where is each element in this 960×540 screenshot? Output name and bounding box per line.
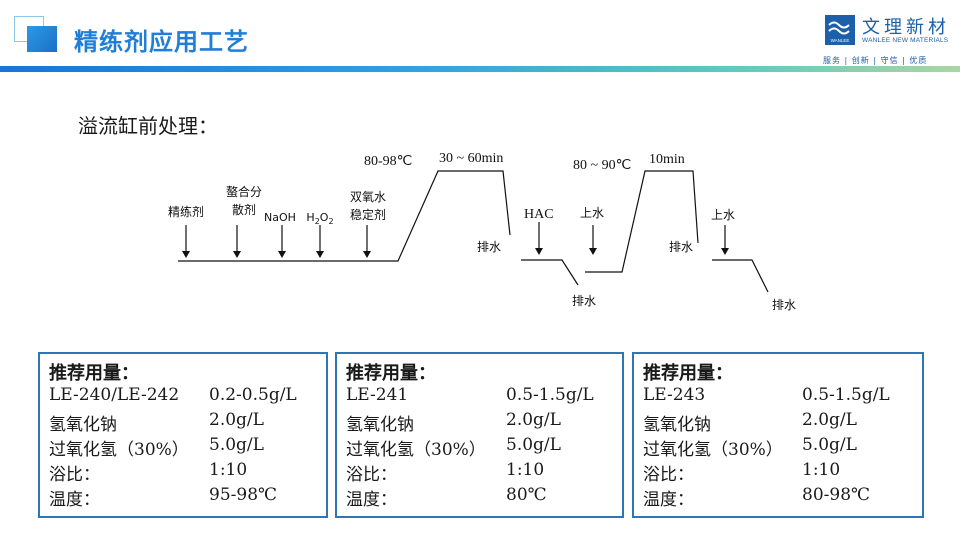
row-value: 5.0g/L <box>802 435 857 455</box>
row-value: 1:10 <box>802 460 841 480</box>
card-row-temperature: 温度： 95-98℃ <box>49 485 320 510</box>
header-gradient-bar <box>0 66 960 72</box>
row-value: 5.0g/L <box>209 435 264 455</box>
row-label: 温度： <box>49 490 100 510</box>
row-value: 0.5-1.5g/L <box>802 385 890 405</box>
row-label: 浴比： <box>643 465 694 485</box>
row-value: 5.0g/L <box>506 435 561 455</box>
card-row-naoh: 氢氧化钠 2.0g/L <box>346 410 616 435</box>
row-label: 浴比： <box>49 465 100 485</box>
label-drain-3: 排水 <box>669 240 693 254</box>
row-value: 80℃ <box>506 485 547 505</box>
section-heading: 溢流缸前处理： <box>78 114 218 138</box>
logo-slogan: 服务 | 创新 | 守信 | 优质 <box>823 56 928 65</box>
page-title: 精练剂应用工艺 <box>74 28 249 56</box>
card-row-product: LE-241 0.5-1.5g/L <box>346 385 616 410</box>
label-drain-1: 排水 <box>477 240 501 254</box>
card-title: 推荐用量： <box>643 363 733 384</box>
label-temp-2: 80 ~ 90℃ <box>573 158 631 173</box>
row-label: LE-243 <box>643 385 706 405</box>
label-temp-1: 80-98℃ <box>364 154 412 169</box>
card-row-h2o2: 过氧化氢（30%） 5.0g/L <box>49 435 320 460</box>
card-row-product: LE-243 0.5-1.5g/L <box>643 385 916 410</box>
row-value: 2.0g/L <box>802 410 857 430</box>
row-value: 2.0g/L <box>506 410 561 430</box>
process-line-1 <box>178 170 511 262</box>
process-diagram: 精练剂 螯合分 散剂 NaOH H2O2 双氧水 稳定剂 80-98℃ 30 ~… <box>168 151 796 312</box>
recommendation-card-le241: 推荐用量： LE-241 0.5-1.5g/L 氢氧化钠 2.0g/L 过氧化氢（3… <box>335 352 624 518</box>
card-row-liquor-ratio: 浴比： 1:10 <box>643 460 916 485</box>
row-label: 浴比： <box>346 465 397 485</box>
row-label: 氢氧化钠 <box>346 415 414 435</box>
card-row-liquor-ratio: 浴比： 1:10 <box>49 460 320 485</box>
row-value: 1:10 <box>209 460 248 480</box>
row-label: 氢氧化钠 <box>49 415 117 435</box>
logo-english-name: WANLEE NEW MATERIALS <box>862 37 949 44</box>
recommendation-card-le240: 推荐用量： LE-240/LE-242 0.2-0.5g/L 氢氧化钠 2.0g/L… <box>38 352 328 518</box>
recommendation-card-le243: 推荐用量： LE-243 0.5-1.5g/L 氢氧化钠 2.0g/L 过氧化氢（3… <box>632 352 924 518</box>
card-row-h2o2: 过氧化氢（30%） 5.0g/L <box>346 435 616 460</box>
logo-mark-text: WANLEE <box>831 38 850 43</box>
label-water-in-1: 上水 <box>580 206 604 220</box>
row-value: 80-98℃ <box>802 485 871 505</box>
wanlee-logo-icon: WANLEE <box>825 15 855 45</box>
row-label: 温度： <box>643 490 694 510</box>
card-row-temperature: 温度： 80℃ <box>346 485 616 510</box>
row-label: LE-241 <box>346 385 409 405</box>
label-drain-2: 排水 <box>572 294 596 308</box>
row-value: 2.0g/L <box>209 410 264 430</box>
logo-chinese-name: 文理新材 <box>862 17 950 38</box>
label-drain-4: 排水 <box>772 298 796 312</box>
card-row-product: LE-240/LE-242 0.2-0.5g/L <box>49 385 320 410</box>
label-time-2: 10min <box>649 152 685 167</box>
label-chelating-1: 螯合分 <box>226 184 262 199</box>
label-refining-agent: 精练剂 <box>168 204 204 219</box>
card-row-h2o2: 过氧化氢（30%） 5.0g/L <box>643 435 916 460</box>
row-value: 1:10 <box>506 460 545 480</box>
label-time-1: 30 ~ 60min <box>439 151 503 166</box>
process-line-3 <box>585 170 699 273</box>
row-label: 过氧化氢（30%） <box>643 440 783 460</box>
row-label: 温度： <box>346 490 397 510</box>
process-line-2 <box>521 259 579 286</box>
label-peroxide-1: 双氧水 <box>350 190 386 204</box>
card-row-naoh: 氢氧化钠 2.0g/L <box>643 410 916 435</box>
row-label: 过氧化氢（30%） <box>49 440 189 460</box>
label-water-in-2: 上水 <box>711 208 735 222</box>
title-decoration-square <box>27 26 57 52</box>
process-line-4 <box>712 259 769 293</box>
label-chelating-2: 散剂 <box>232 202 256 217</box>
row-value: 0.2-0.5g/L <box>209 385 297 405</box>
label-naoh: NaOH <box>264 211 296 224</box>
card-row-naoh: 氢氧化钠 2.0g/L <box>49 410 320 435</box>
row-label: 氢氧化钠 <box>643 415 711 435</box>
label-peroxide-2: 稳定剂 <box>350 207 386 222</box>
card-row-liquor-ratio: 浴比： 1:10 <box>346 460 616 485</box>
card-row-temperature: 温度： 80-98℃ <box>643 485 916 510</box>
label-hac: HAC <box>524 207 554 222</box>
label-h2o2: H2O2 <box>306 211 333 226</box>
card-title: 推荐用量： <box>346 363 436 384</box>
row-value: 95-98℃ <box>209 485 278 505</box>
row-value: 0.5-1.5g/L <box>506 385 594 405</box>
card-title: 推荐用量： <box>49 363 139 384</box>
row-label: LE-240/LE-242 <box>49 385 180 405</box>
row-label: 过氧化氢（30%） <box>346 440 486 460</box>
